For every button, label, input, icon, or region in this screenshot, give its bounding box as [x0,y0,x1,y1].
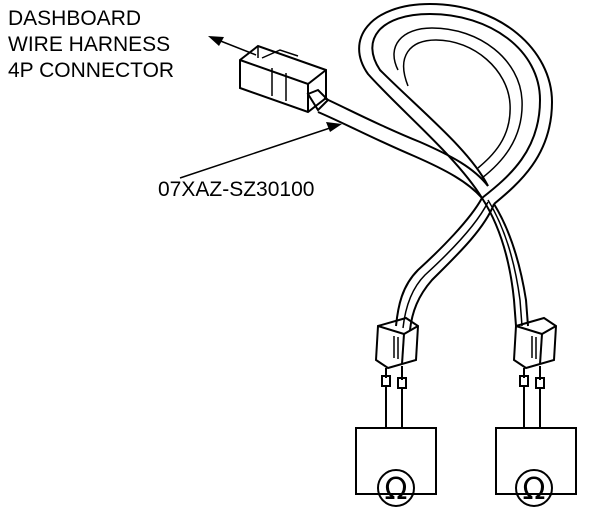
left-ohmmeter: Ω [355,386,437,507]
left-branch-cable [395,197,495,331]
right-ohm-symbol: Ω [523,472,546,507]
right-test-plug [512,316,558,389]
connector-label: DASHBOARD WIRE HARNESS 4P CONNECTOR [8,7,174,82]
left-ohm-symbol: Ω [385,472,408,507]
dashboard-4p-connector [239,44,330,114]
harness-cable [317,2,554,205]
left-test-plug [374,316,420,389]
right-branch-cable [481,197,529,327]
connector-label-line3: 4P CONNECTOR [8,59,174,82]
connector-label-line2: WIRE HARNESS [8,33,170,56]
part-number-label: 07XAZ-SZ30100 [158,178,314,201]
part-number-leader-arrow [179,122,342,179]
right-ohmmeter: Ω [495,386,577,507]
connector-label-line1: DASHBOARD [8,7,141,30]
